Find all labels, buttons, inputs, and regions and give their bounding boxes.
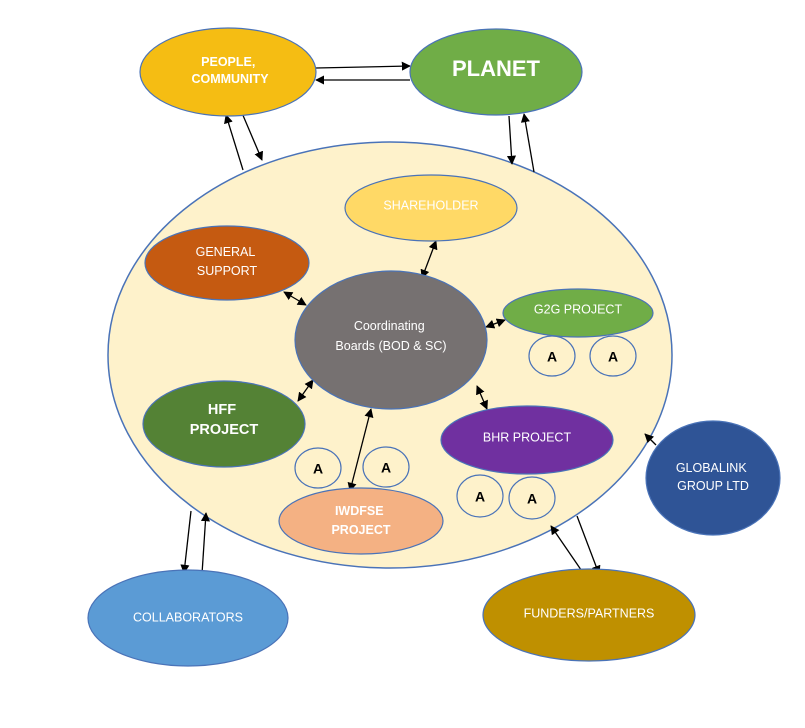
a-circle-iwdfse-1 xyxy=(294,447,342,489)
globalink-node xyxy=(645,420,781,536)
a-circle-bhr-1 xyxy=(456,474,504,518)
collaborators-node xyxy=(87,569,289,667)
shareholder-label: SHAREHOLDER xyxy=(383,198,478,212)
iwdfse-project-node xyxy=(278,487,444,555)
arrow-org-to-people xyxy=(224,114,244,171)
g2g-project-label: G2G PROJECT xyxy=(534,302,623,316)
people-community-node xyxy=(139,27,317,117)
bhr-project-node xyxy=(440,405,614,475)
general-support-node xyxy=(144,225,310,301)
collaborators-label: COLLABORATORS xyxy=(133,610,243,624)
hff-project-node xyxy=(142,380,306,468)
a-circle-g2g-2 xyxy=(589,335,637,377)
connectors xyxy=(180,61,657,581)
arrow-coord-hff xyxy=(297,379,314,402)
a-label-bhr-2: A xyxy=(527,491,537,507)
iwdfse-project-label: IWDFSE PROJECT xyxy=(331,504,390,537)
general-support-label: GENERAL SUPPORT xyxy=(196,245,259,278)
a-label-iwdfse-2: A xyxy=(381,460,391,476)
planet-label: PLANET xyxy=(452,56,541,81)
a-label-iwdfse-1: A xyxy=(313,461,323,477)
arrow-org-to-collab xyxy=(180,510,192,574)
coordinating-boards-node xyxy=(294,270,488,410)
coordinating-boards-label: Coordinating Boards (BOD & SC) xyxy=(335,319,446,353)
arrow-coord-general xyxy=(283,291,307,306)
arrow-coord-bhr xyxy=(476,385,488,410)
a-circles xyxy=(294,335,637,520)
bhr-project-label: BHR PROJECT xyxy=(483,430,572,444)
planet-node xyxy=(409,28,583,116)
people-community-label: PEOPLE, COMMUNITY xyxy=(191,55,269,86)
arrow-people-to-planet xyxy=(315,61,411,71)
arrow-coord-g2g xyxy=(485,318,506,329)
a-circle-iwdfse-2 xyxy=(362,446,410,488)
arrow-collab-to-org xyxy=(200,512,211,575)
funders-partners-label: FUNDERS/PARTNERS xyxy=(524,606,655,620)
arrow-coord-iwdfse xyxy=(347,408,374,492)
funders-partners-node xyxy=(482,568,696,662)
a-circle-bhr-2 xyxy=(508,476,556,520)
arrow-org-to-planet xyxy=(520,113,535,173)
globalink-label: GLOBALINK GROUP LTD xyxy=(676,461,750,493)
hff-project-label: HFF PROJECT xyxy=(190,402,259,438)
arrow-org-to-funders xyxy=(576,515,601,575)
a-circle-g2g-1 xyxy=(528,335,576,377)
a-label-g2g-2: A xyxy=(608,349,618,365)
arrow-planet-to-org xyxy=(506,115,517,165)
shareholder-node xyxy=(344,174,518,242)
arrow-people-to-org xyxy=(241,112,263,161)
a-label-g2g-1: A xyxy=(547,349,557,365)
g2g-project-node xyxy=(502,288,654,338)
arrow-globalink-to-org xyxy=(644,433,657,446)
a-label-bhr-1: A xyxy=(475,489,485,505)
arrow-coord-shareholder xyxy=(420,240,438,279)
